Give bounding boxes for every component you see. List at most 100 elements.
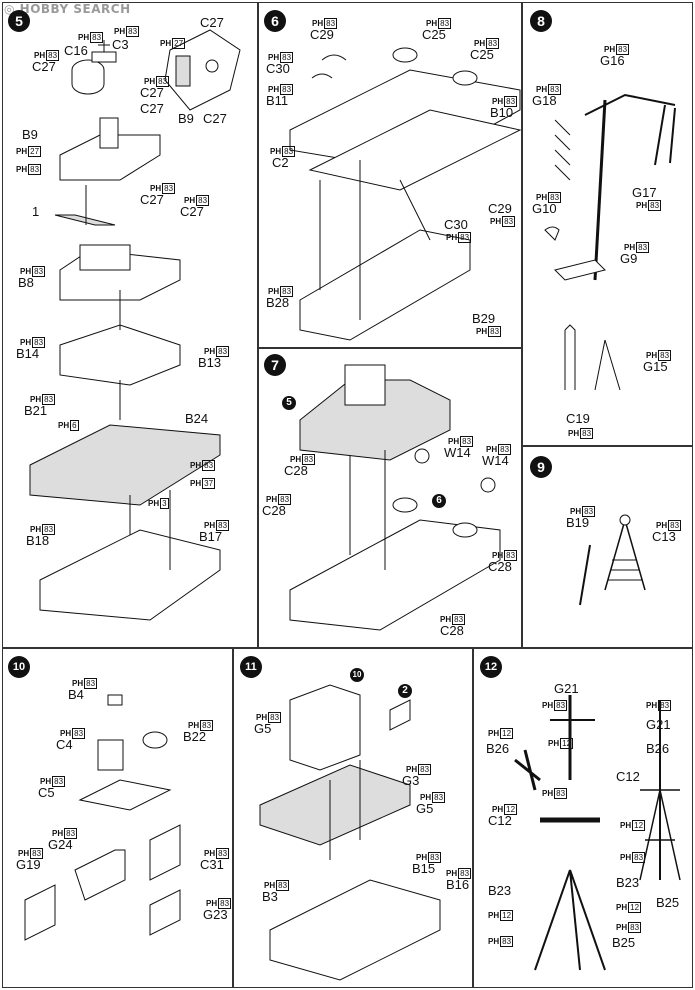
part-label: B29 bbox=[472, 311, 496, 326]
part-label: B9 bbox=[22, 127, 38, 142]
step-number-11: 11 bbox=[240, 656, 262, 678]
part-label: B24 bbox=[185, 411, 209, 426]
part-label: B26 bbox=[486, 741, 510, 756]
part-label: G16 bbox=[600, 53, 625, 68]
step-7-panel bbox=[258, 348, 522, 648]
part-label: B25 bbox=[656, 895, 680, 910]
step-9-panel bbox=[522, 446, 693, 648]
step-number-12: 12 bbox=[480, 656, 502, 678]
part-label: G5 bbox=[416, 801, 434, 816]
part-label: C27 bbox=[140, 85, 164, 100]
sub-step-ref-2: 2 bbox=[398, 684, 412, 698]
part-label: B28 bbox=[266, 295, 290, 310]
part-label: B23 bbox=[616, 875, 640, 890]
part-label: B22 bbox=[183, 729, 207, 744]
part-label: C28 bbox=[488, 559, 512, 574]
part-label: C12 bbox=[488, 813, 512, 828]
part-label: G5 bbox=[254, 721, 272, 736]
part-label: B10 bbox=[490, 105, 514, 120]
step-number-10: 10 bbox=[8, 656, 30, 678]
part-label: B19 bbox=[566, 515, 590, 530]
part-label: C30 bbox=[444, 217, 468, 232]
part-label: G23 bbox=[203, 907, 228, 922]
part-label: G3 bbox=[402, 773, 420, 788]
part-label: C28 bbox=[284, 463, 308, 478]
part-label: G18 bbox=[532, 93, 557, 108]
step-11-panel bbox=[233, 648, 473, 988]
step-8-drawing bbox=[544, 93, 676, 391]
step-7-drawing bbox=[289, 364, 501, 631]
step-11-drawing bbox=[259, 684, 441, 981]
part-label: C29 bbox=[488, 201, 512, 216]
part-label: C28 bbox=[262, 503, 286, 518]
part-label: C27 bbox=[200, 15, 224, 30]
part-label: B25 bbox=[612, 935, 636, 950]
part-label: B3 bbox=[262, 889, 278, 904]
step-5-panel bbox=[2, 2, 258, 648]
part-label: C16 bbox=[64, 43, 88, 58]
part-label: C31 bbox=[200, 857, 224, 872]
step-number-9: 9 bbox=[530, 456, 552, 478]
part-label: C27 bbox=[140, 192, 164, 207]
part-label: G10 bbox=[532, 201, 557, 216]
step-6-drawing bbox=[289, 47, 522, 341]
step-8-panel bbox=[522, 2, 693, 446]
part-label: B26 bbox=[646, 741, 670, 756]
part-label: G15 bbox=[643, 359, 668, 374]
watermark-text: HOBBY SEARCH bbox=[19, 2, 131, 16]
step-5-drawing bbox=[29, 29, 241, 621]
sub-step-ref-5: 5 bbox=[282, 396, 296, 410]
part-label: B23 bbox=[488, 883, 512, 898]
sub-step-ref-10: 10 bbox=[350, 668, 364, 682]
part-label: G17 bbox=[632, 185, 657, 200]
part-label: C25 bbox=[422, 27, 446, 42]
part-label: G19 bbox=[16, 857, 41, 872]
